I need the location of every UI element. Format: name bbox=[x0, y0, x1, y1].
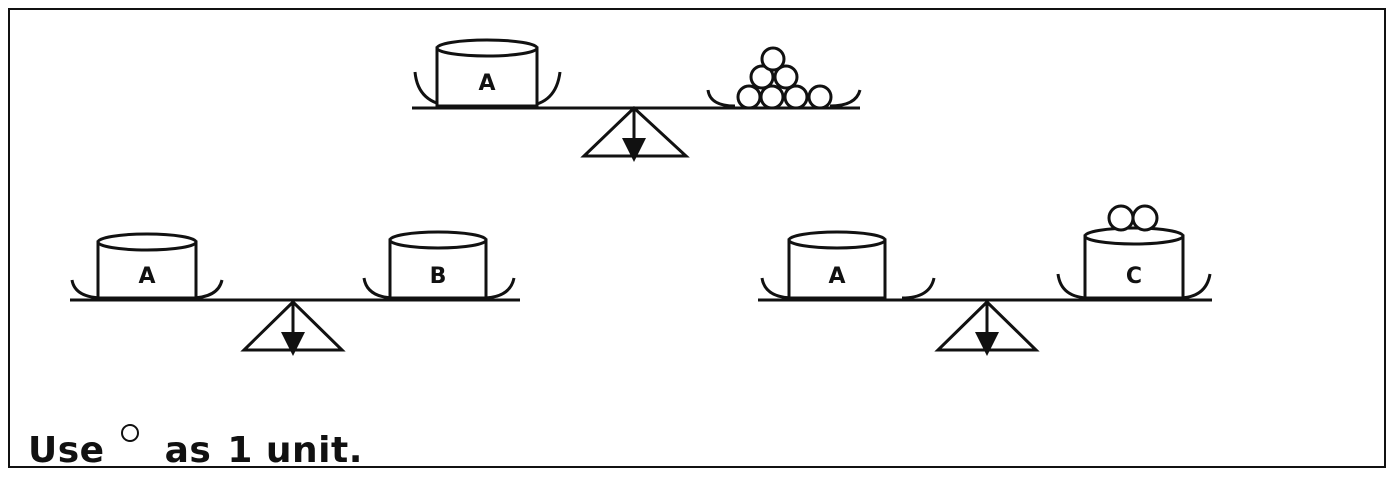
scale-1-left-label: A bbox=[478, 71, 495, 96]
scale-3-left-pan-right bbox=[901, 277, 936, 300]
scale-3-left-label: A bbox=[828, 264, 845, 289]
scale-1-right-pan-right bbox=[829, 89, 862, 108]
unit-circle bbox=[736, 84, 762, 110]
caption-suffix: 1 unit. bbox=[227, 430, 363, 471]
unit-circle bbox=[760, 46, 786, 72]
scale-3-left-cylinder-top bbox=[787, 230, 887, 250]
scale-1-unit-circles bbox=[736, 46, 833, 110]
scale-3-unit-circles bbox=[1107, 204, 1159, 232]
unit-circle bbox=[1131, 204, 1159, 232]
caption-prefix: Use bbox=[28, 430, 105, 471]
scale-3-left-cylinder-body bbox=[787, 238, 887, 300]
caption-middle: as bbox=[164, 430, 212, 471]
scale-2-left-label: A bbox=[138, 264, 155, 289]
unit-circle bbox=[1107, 204, 1135, 232]
scale-1: A bbox=[412, 38, 862, 162]
scale-3-right-label: C bbox=[1126, 264, 1142, 289]
scale-3: A C bbox=[758, 204, 1212, 356]
unit-circle bbox=[749, 64, 775, 90]
diagram-frame bbox=[8, 8, 1386, 468]
unit-circle bbox=[807, 84, 833, 110]
unit-circle-icon bbox=[120, 424, 139, 442]
scale-1-right-pan-left bbox=[706, 89, 736, 108]
scale-1-left-cylinder-top bbox=[435, 38, 539, 58]
scale-1-left-cylinder-body bbox=[435, 46, 539, 108]
unit-circle bbox=[783, 84, 809, 110]
caption: Use as 1 unit. bbox=[28, 424, 363, 471]
unit-circle bbox=[759, 84, 785, 110]
unit-circle bbox=[773, 64, 799, 90]
scale-2-left-cylinder-top bbox=[96, 232, 198, 252]
scale-2: A B bbox=[70, 230, 520, 356]
scale-2-right-cylinder-body bbox=[388, 238, 488, 300]
scale-2-right-cylinder-top bbox=[388, 230, 488, 250]
scale-3-right-cylinder-top bbox=[1083, 226, 1185, 246]
scale-3-right-cylinder-body bbox=[1083, 234, 1185, 300]
scale-2-right-label: B bbox=[430, 264, 447, 289]
